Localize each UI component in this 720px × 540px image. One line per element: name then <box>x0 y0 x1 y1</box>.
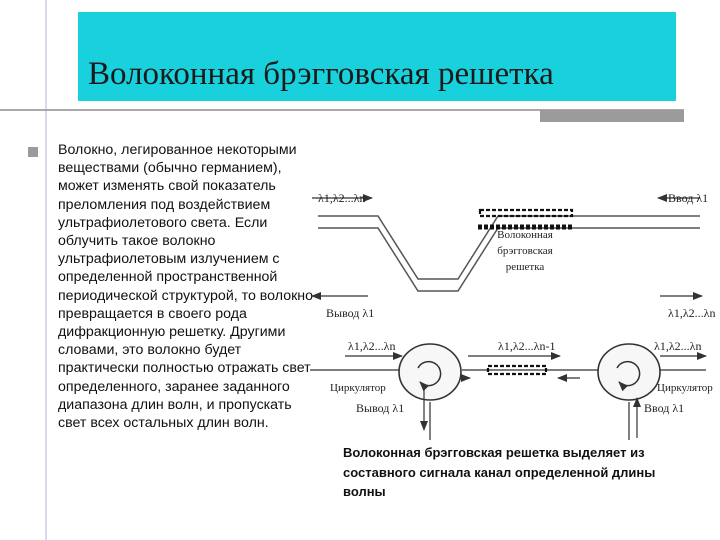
grating-label-line1: Волоконная <box>497 229 553 241</box>
top-output-left-label: Вывод λ1 <box>326 306 374 320</box>
top-fiber-lower <box>318 227 700 292</box>
left-circulator-label: Циркулятор <box>330 382 386 394</box>
bottom-right-wavelengths: λ1,λ2...λn <box>654 339 701 353</box>
grating-label-line3: решетка <box>506 261 545 273</box>
top-output-right-label: λ1,λ2...λn <box>668 306 715 320</box>
top-input-right-label: Ввод λ1 <box>668 191 708 205</box>
title-background <box>78 12 676 101</box>
horizontal-divider <box>0 109 684 111</box>
bullet-marker <box>28 147 38 157</box>
body-paragraph: Волокно, легированное некоторыми веществ… <box>58 142 314 432</box>
diagram-caption: Волоконная брэгговская решетка выделяет … <box>343 445 656 499</box>
bottom-output-label: Вывод λ1 <box>356 401 404 415</box>
bottom-middle-wavelengths: λ1,λ2...λn-1 <box>498 339 555 353</box>
vertical-divider <box>45 0 47 540</box>
page-title: Волоконная брэгговская решетка <box>88 56 554 92</box>
bottom-circulator-diagram: λ1,λ2...λn λ1,λ2...λn-1 λ1,λ2...λn Цирку… <box>310 339 713 440</box>
grating-top-teeth <box>478 208 574 218</box>
bottom-left-wavelengths: λ1,λ2...λn <box>348 339 395 353</box>
top-input-left-label: λ1,λ2...λn <box>318 191 365 205</box>
accent-bar <box>540 110 684 122</box>
left-circulator <box>398 343 462 401</box>
bottom-input-label: Ввод λ1 <box>644 401 684 415</box>
right-circulator <box>597 343 661 401</box>
top-grating-diagram: λ1,λ2...λn Ввод λ1 Волоконная брэгговска… <box>311 191 715 320</box>
grating-label-line2: брэгговская <box>497 245 552 257</box>
right-circulator-label: Циркулятор <box>657 382 713 394</box>
bottom-grating-teeth <box>486 364 548 376</box>
